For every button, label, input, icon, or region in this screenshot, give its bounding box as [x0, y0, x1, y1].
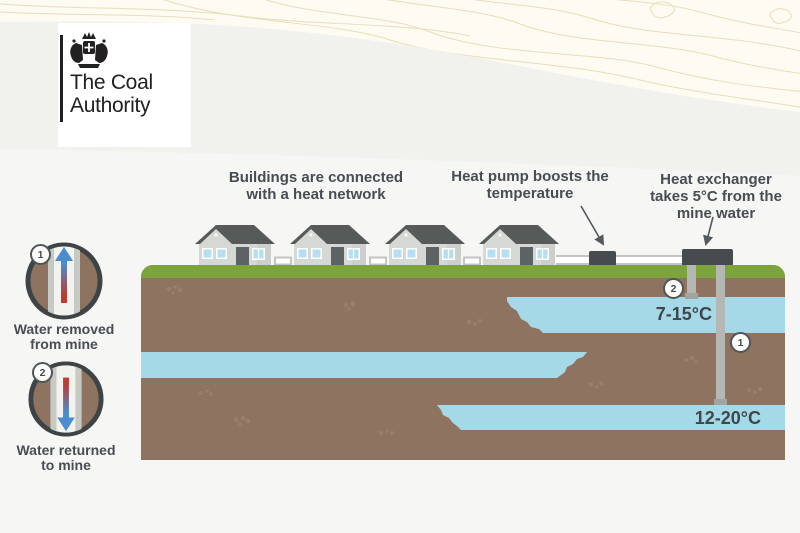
contour-lines [0, 0, 800, 109]
house-1 [195, 225, 275, 266]
heat-exchanger-callout-line3: mine water [676, 205, 756, 222]
heat-exchanger-callout-line1: Heat exchanger [660, 171, 772, 188]
ground-layers [141, 265, 785, 436]
logo-divider-bar [60, 35, 63, 122]
heat-exchanger-callout-line2: takes 5°C from the [650, 188, 782, 205]
topographic-background [0, 0, 800, 177]
logo-line-2: Authority [70, 94, 151, 117]
water-returned-line2: to mine [41, 457, 91, 473]
legend-marker-2: 2 [32, 362, 53, 383]
diagram-marker-2-number: 2 [670, 282, 677, 295]
deep-water-temperature: 12-20°C [694, 408, 761, 428]
buildings-callout-line2: with a heat network [246, 186, 386, 203]
shallow-water-temperature: 7-15°C [655, 304, 712, 324]
legend-marker-1-number: 1 [37, 248, 44, 261]
heat-exchanger [682, 249, 733, 266]
diagram-marker-1: 1 [730, 332, 751, 353]
buildings-callout: Buildings are connected with a heat netw… [166, 169, 466, 203]
heat-pump [589, 251, 616, 266]
heat-pump-pointer [580, 205, 605, 246]
ground-cross-section: 2 1 7-15°C 12-20°C [141, 265, 785, 460]
heat-exchanger-callout: Heat exchanger takes 5°C from the mine w… [616, 171, 800, 222]
middle-mine-water [141, 352, 587, 378]
water-returned-diagram [28, 361, 104, 437]
diagram-marker-2: 2 [663, 278, 684, 299]
deep-mine-water [437, 405, 785, 430]
heat-pump-callout-line1: Heat pump boosts the [451, 168, 609, 185]
house-connector-pipe [463, 256, 481, 266]
return-borehole-pipe [687, 265, 696, 298]
coal-authority-logo: The Coal Authority [58, 23, 191, 147]
downward-flow-arrow [63, 377, 69, 419]
upward-flow-arrow [61, 257, 67, 303]
house-4 [479, 225, 559, 266]
house-3 [385, 225, 465, 266]
water-removed-line2: from mine [30, 336, 98, 352]
house-connector-pipe [369, 256, 387, 266]
water-removed-label: Water removed from mine [0, 322, 129, 352]
legend-marker-1: 1 [30, 244, 51, 265]
house-connector-pipe [274, 256, 292, 266]
shallow-mine-water [507, 297, 785, 333]
water-returned-label: Water returned to mine [1, 443, 131, 473]
heat-pump-callout: Heat pump boosts the temperature [430, 168, 630, 202]
buildings-callout-line1: Buildings are connected [228, 169, 404, 186]
legend-marker-2-number: 2 [39, 366, 46, 379]
logo-wordmark: The Coal Authority [70, 71, 153, 117]
heat-network-pipe [556, 255, 688, 265]
royal-crest-icon [70, 32, 108, 68]
water-removed-line1: Water removed [13, 321, 115, 337]
heat-pump-callout-line2: temperature [486, 185, 574, 202]
logo-line-1: The Coal [70, 71, 153, 94]
soil-speckles [166, 285, 762, 436]
connected-houses [195, 225, 559, 266]
house-2 [290, 225, 370, 266]
removal-borehole-pipe [716, 265, 725, 405]
water-returned-line1: Water returned [16, 442, 116, 458]
diagram-marker-1-number: 1 [737, 336, 744, 349]
grass-surface [141, 265, 785, 278]
